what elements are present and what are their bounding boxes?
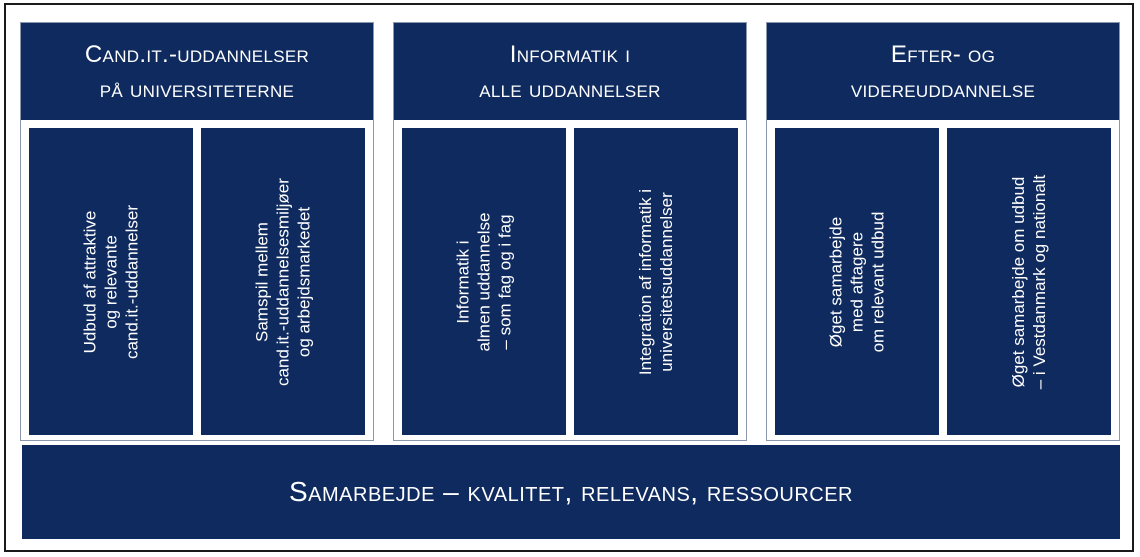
column-line: – som fag og i fag <box>495 213 515 350</box>
pillar-informatik: Informatik i alle uddannelser Informatik… <box>393 22 747 441</box>
foundation-label: Samarbejde – kvalitet, relevans, ressour… <box>288 476 853 507</box>
pillar-cand-it: Cand.it.-uddannelser på universiteterne … <box>20 22 374 441</box>
column-text: Øget samarbejde med aftagere om relevant… <box>826 132 889 432</box>
pillar-header: Informatik i alle uddannelser <box>394 23 746 120</box>
column-line: Øget samarbejde om udbud <box>1009 176 1028 387</box>
pillar-header: Efter- og videreuddannelse <box>767 23 1119 120</box>
pillar-title-line2: på universiteterne <box>99 75 295 103</box>
column-text: Øget samarbejde om udbud – i Vestdanmark… <box>1008 132 1050 432</box>
column-line: cand.it.-uddannelser <box>122 204 142 359</box>
pillar-efteruddannelse: Efter- og videreuddannelse Øget samarbej… <box>766 22 1120 441</box>
pillar-column: Udbud af attraktive og relevante cand.it… <box>29 128 193 435</box>
column-line: Samspil mellem <box>252 221 272 342</box>
pillar-header: Cand.it.-uddannelser på universiteterne <box>21 23 373 120</box>
diagram-frame: Cand.it.-uddannelser på universiteterne … <box>4 3 1134 552</box>
column-line: Udbud af attraktive <box>80 210 100 353</box>
pillar-title-line1: Informatik i <box>509 40 631 68</box>
column-text: Integration af informatik i universitets… <box>635 132 677 432</box>
pillar-title-line2: videreuddannelse <box>850 75 1036 103</box>
pillar-title-line1: Cand.it.-uddannelser <box>84 40 310 68</box>
column-line: cand.it.-uddannelsesmiljøer <box>273 177 293 386</box>
pillar-column: Samspil mellem cand.it.-uddannelsesmiljø… <box>201 128 365 435</box>
column-line: og arbejdsmarkedet <box>294 206 314 357</box>
pillar-column: Øget samarbejde om udbud – i Vestdanmark… <box>947 128 1111 435</box>
column-line: med aftagere <box>847 231 867 332</box>
column-line: Øget samarbejde <box>826 216 846 347</box>
pillar-column: Øget samarbejde med aftagere om relevant… <box>775 128 939 435</box>
column-line: universitetsuddannelser <box>657 191 676 372</box>
column-line: Informatik i <box>453 239 473 324</box>
pillar-title-line1: Efter- og <box>890 40 996 68</box>
column-text: Udbud af attraktive og relevante cand.it… <box>80 132 143 432</box>
foundation-bar: Samarbejde – kvalitet, relevans, ressour… <box>22 445 1120 539</box>
column-text: Samspil mellem cand.it.-uddannelsesmiljø… <box>252 132 315 432</box>
column-line: – i Vestdanmark og nationalt <box>1030 174 1049 389</box>
pillar-column: Integration af informatik i universitets… <box>574 128 738 435</box>
column-text: Informatik i almen uddannelse – som fag … <box>453 132 516 432</box>
column-line: om relevant udbud <box>868 211 888 352</box>
pillar-column: Informatik i almen uddannelse – som fag … <box>402 128 566 435</box>
column-line: og relevante <box>101 234 121 329</box>
column-line: Integration af informatik i <box>636 188 655 375</box>
pillar-title-line2: alle uddannelser <box>479 75 661 103</box>
column-line: almen uddannelse <box>474 212 494 351</box>
